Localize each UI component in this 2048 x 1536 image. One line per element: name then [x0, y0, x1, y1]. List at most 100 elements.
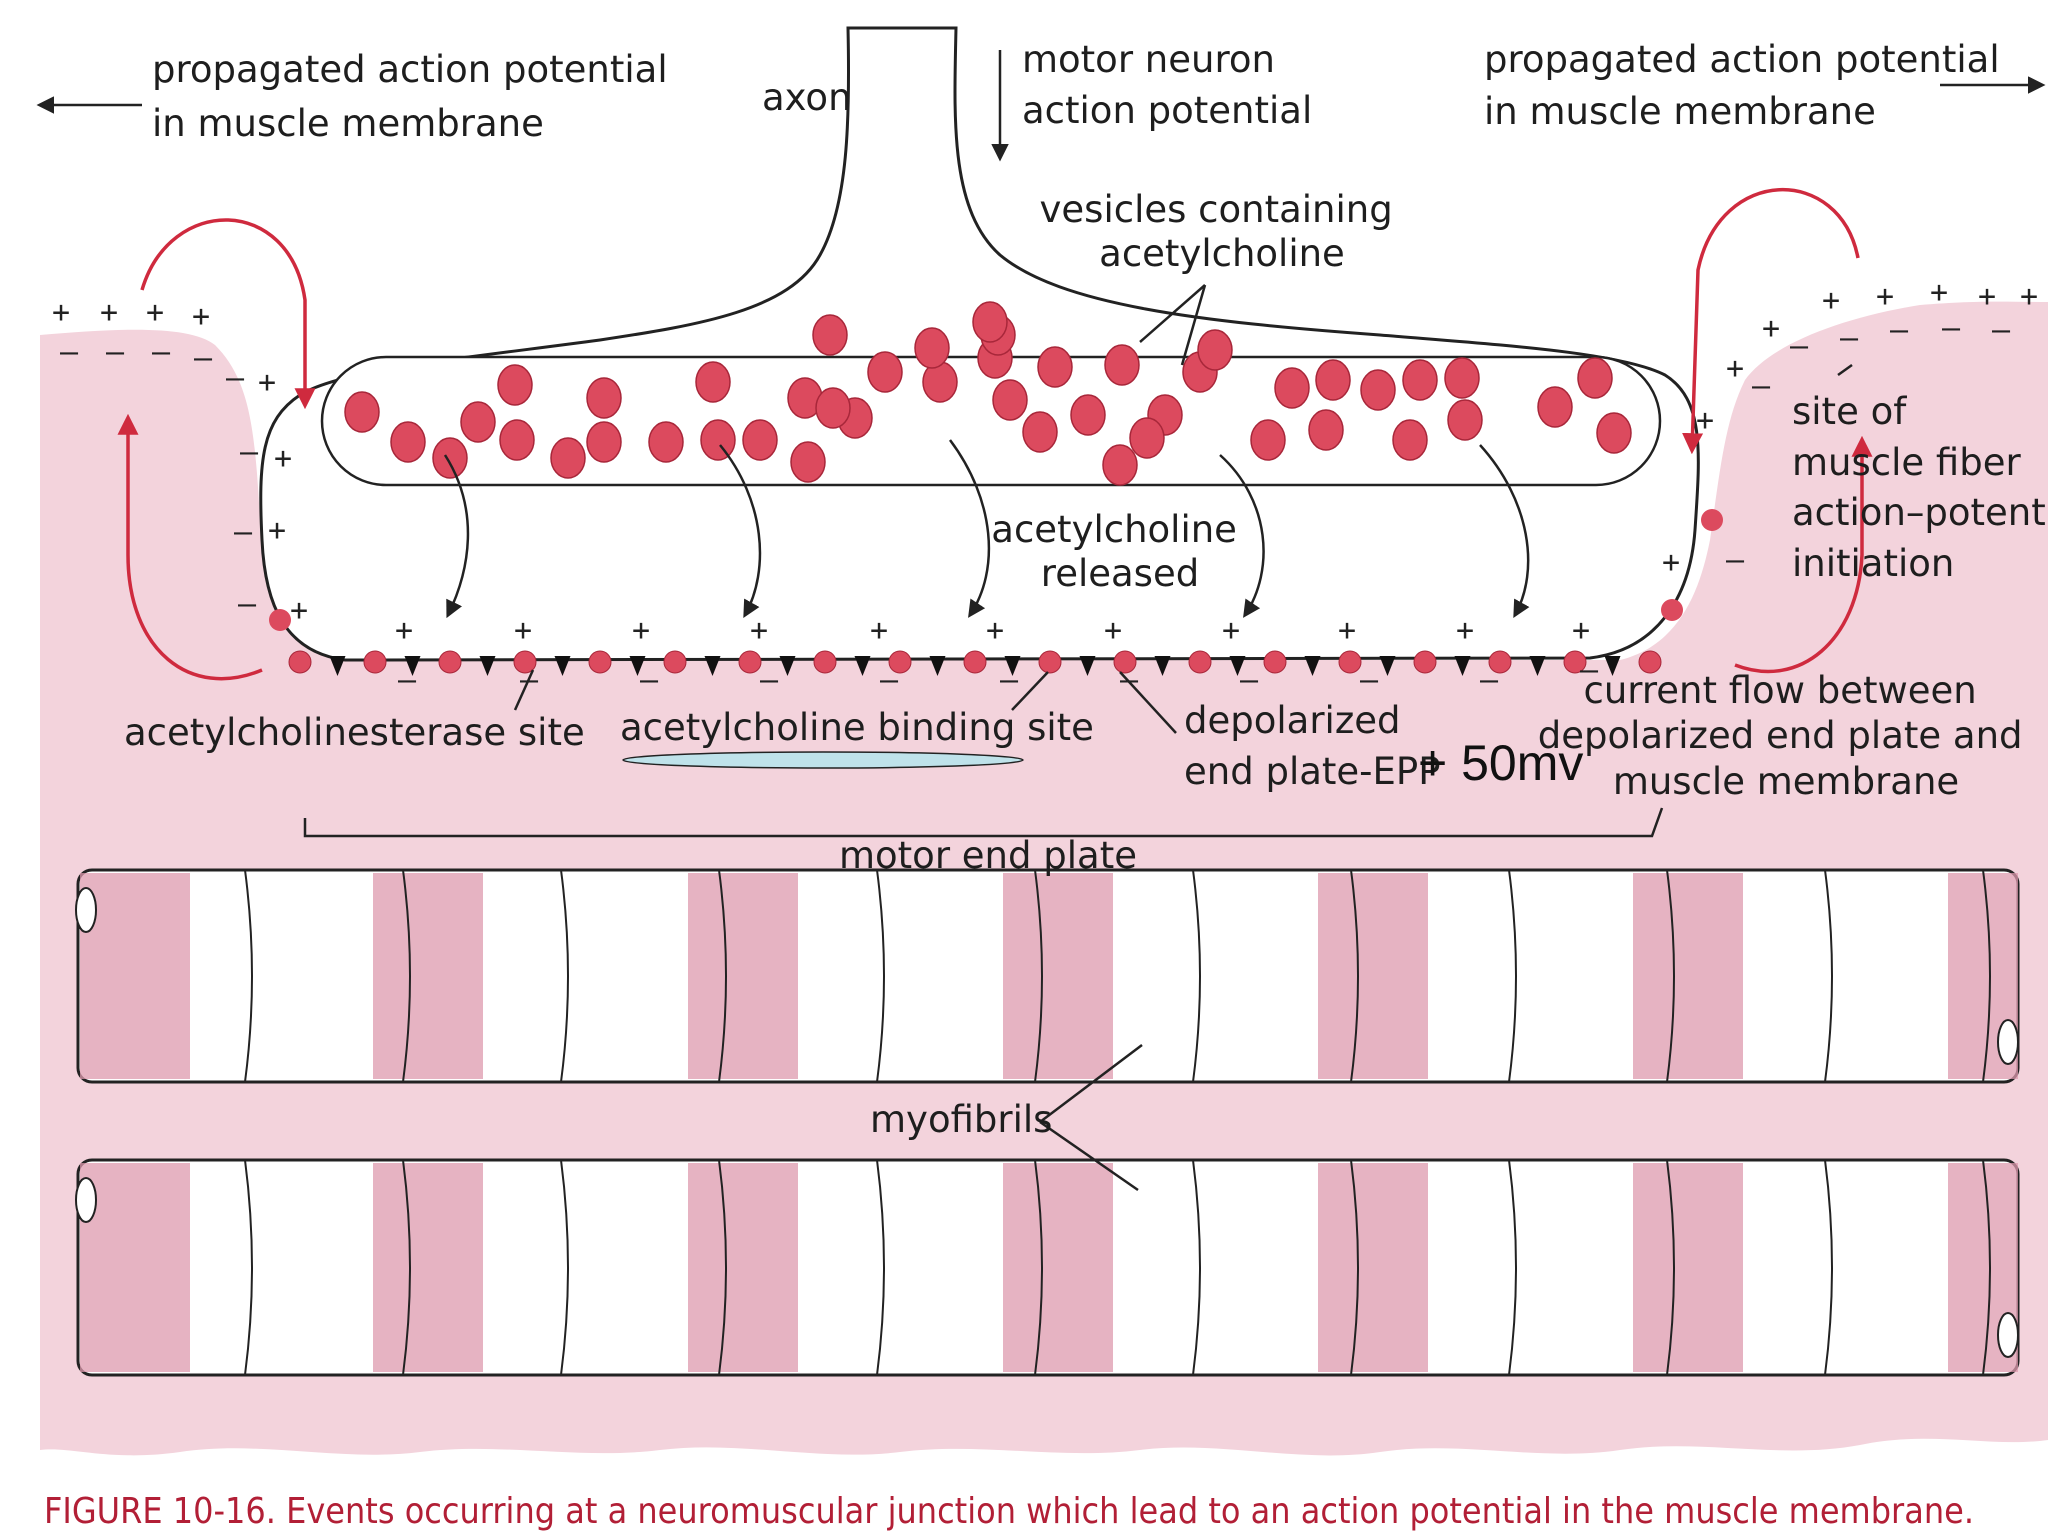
- charge-sign: –: [1240, 663, 1259, 698]
- binding-site-dot: [813, 650, 837, 674]
- leader-lines: [303, 284, 1853, 1192]
- esterase-site-triangle: [1379, 656, 1396, 676]
- charge-sign: +: [1456, 613, 1474, 648]
- vesicle: [1197, 329, 1233, 371]
- myofibril-band: [1633, 1163, 1743, 1372]
- binding-site-dot: [1563, 650, 1587, 674]
- myofibril-end: [1997, 1312, 2019, 1358]
- binding-leader-line: [1011, 671, 1049, 711]
- binding-site-dot: [1488, 650, 1512, 674]
- vesicle: [1022, 411, 1058, 453]
- vesicle: [815, 387, 851, 429]
- myofibrils-group: [75, 868, 2020, 1377]
- charge-sign: +: [1930, 275, 1948, 310]
- vesicle: [460, 401, 496, 443]
- charge-sign: +: [395, 613, 413, 648]
- vesicle: [812, 314, 848, 356]
- myofibril-band: [1003, 873, 1113, 1079]
- charge-sign: –: [1752, 369, 1771, 404]
- vesicle: [1596, 412, 1632, 454]
- synaptic-cleft-sites: [269, 509, 1723, 676]
- vesicle: [867, 351, 903, 393]
- vesicle: [432, 437, 468, 479]
- vesicle: [742, 419, 778, 461]
- vesicle: [1537, 386, 1573, 428]
- sarcomere-line: [1034, 1159, 1043, 1376]
- charge-sign: +: [1662, 545, 1680, 580]
- vesicle: [992, 379, 1028, 421]
- binding-site-dot: [1638, 650, 1662, 674]
- charge-sign: +: [514, 613, 532, 648]
- depolarized-end-plate-label: depolarized end plate-EPP: [1184, 699, 1441, 793]
- sarcomere-line: [1350, 869, 1359, 1083]
- charge-sign: –: [1000, 663, 1019, 698]
- sarcomere-line: [1508, 1159, 1517, 1376]
- vesicle: [790, 441, 826, 483]
- myofibril-end: [1997, 1019, 2019, 1065]
- vesicle: [914, 327, 950, 369]
- depolarized-leader-line: [1119, 671, 1177, 734]
- charge-sign: –: [1992, 313, 2011, 348]
- left-upper-loop-arrow: [140, 218, 316, 410]
- esterase-site-triangle: [1454, 656, 1471, 676]
- charge-sign: +: [192, 299, 210, 334]
- binding-site-dot: [1661, 599, 1683, 621]
- charge-sign: +: [986, 613, 1004, 648]
- charge-sign: –: [234, 515, 253, 550]
- acetylcholine-release-arrows: [443, 439, 1530, 619]
- vesicle: [1577, 357, 1613, 399]
- charge-sign: –: [760, 663, 779, 698]
- esterase-site-triangle: [929, 656, 946, 676]
- charge-sign: –: [1726, 543, 1745, 578]
- charge-sign: +: [1104, 613, 1122, 648]
- esterase-site-triangle: [779, 656, 796, 676]
- charge-sign: +: [1696, 403, 1714, 438]
- left-propagated-label: propagated action potential in muscle me…: [152, 48, 679, 145]
- epp-value-label: + 50mv: [1418, 735, 1583, 791]
- charge-sign: –: [1890, 313, 1909, 348]
- esterase-site-triangle: [1229, 656, 1246, 676]
- binding-site-dot: [888, 650, 912, 674]
- charge-sign: –: [1840, 321, 1859, 356]
- vesicles-label: vesicles containing acetylcholine: [1040, 188, 1405, 275]
- charge-sign: +: [632, 613, 650, 648]
- sarcomere-line: [718, 869, 727, 1083]
- axon-label: axon: [762, 76, 852, 119]
- charge-sign: +: [100, 295, 118, 330]
- left-lower-loop-arrow: [117, 413, 263, 681]
- charge-sign: +: [1822, 283, 1840, 318]
- charge-sign: +: [146, 295, 164, 330]
- binding-site-dot: [963, 650, 987, 674]
- sarcomere-line: [1824, 869, 1833, 1083]
- current-flow-loops: [117, 188, 1873, 681]
- vesicle: [499, 419, 535, 461]
- myofibrils-label: myofibrils: [870, 1098, 1052, 1141]
- sarcomere-line: [1192, 1159, 1201, 1376]
- esterase-site-triangle: [854, 656, 871, 676]
- sarcomere-line: [1824, 1159, 1833, 1376]
- esterase-site-triangle: [704, 656, 721, 676]
- figure-caption: FIGURE 10-16. Events occurring at a neur…: [44, 1491, 1974, 1532]
- charge-sign: –: [1480, 663, 1499, 698]
- sarcomere-line: [244, 869, 253, 1083]
- acetylcholine-released-label: acetylcholine released: [991, 508, 1248, 595]
- binding-site-dot: [269, 609, 291, 631]
- sarcomere-line: [402, 1159, 411, 1376]
- charge-sign: –: [106, 335, 125, 370]
- charge-sign: +: [1338, 613, 1356, 648]
- vesicle: [586, 421, 622, 463]
- charge-sign: +: [290, 593, 308, 628]
- sarcomere-line: [1666, 869, 1675, 1083]
- charge-sign: +: [2020, 279, 2038, 314]
- charge-sign: +: [52, 295, 70, 330]
- initiation-leader-line: [1837, 363, 1853, 377]
- charge-sign: –: [226, 361, 245, 396]
- esterase-site-triangle: [404, 656, 421, 676]
- sarcomere-line: [1192, 869, 1201, 1083]
- esterase-site-triangle: [1304, 656, 1321, 676]
- vesicle: [1444, 357, 1480, 399]
- myofibril-end: [75, 887, 97, 933]
- charge-sign: –: [152, 335, 171, 370]
- vesicle: [972, 301, 1008, 343]
- release-arrow: [443, 454, 470, 619]
